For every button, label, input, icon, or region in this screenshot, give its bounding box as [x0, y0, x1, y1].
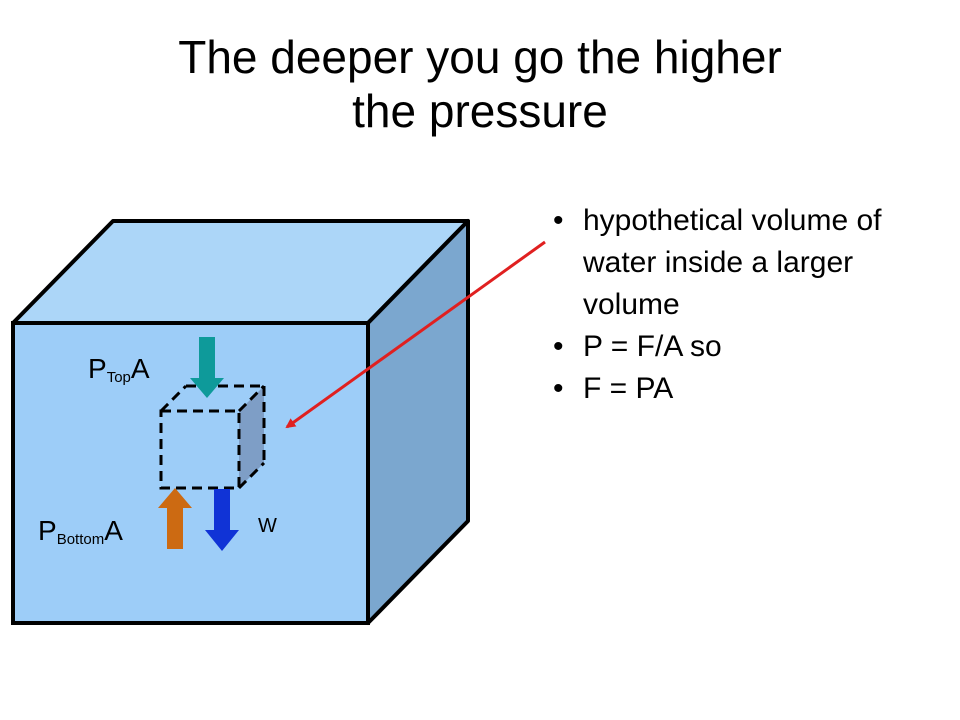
bullet-text: P = F/A so: [583, 330, 722, 363]
bullet-item: • hypothetical volume of water inside a …: [545, 200, 945, 326]
bullet-dot: •: [553, 372, 564, 405]
bullet-text: hypothetical volume of water inside a la…: [583, 204, 882, 321]
small-cube-outline: [159, 384, 266, 490]
title-line-1: The deeper you go the higher: [178, 31, 782, 83]
weight-arrow: [205, 489, 239, 551]
bullet-item: • F = PA: [545, 368, 945, 410]
bullet-dot: •: [553, 204, 564, 237]
bullet-item: • P = F/A so: [545, 326, 945, 368]
bottom-pressure-arrow: [158, 488, 192, 549]
cube-front-face: [11, 321, 370, 625]
bullet-dot: •: [553, 330, 564, 363]
p-top-label: PTopA: [88, 353, 150, 386]
bullet-list: • hypothetical volume of water inside a …: [545, 200, 945, 410]
small-cube-side-face: [239, 386, 264, 488]
p-top-main: P: [88, 353, 107, 384]
p-bottom-main: P: [38, 515, 57, 546]
p-top-sub: Top: [107, 369, 131, 386]
bullet-text: F = PA: [583, 372, 674, 405]
top-pressure-arrow: [190, 337, 224, 398]
title-line-2: the pressure: [352, 85, 608, 137]
p-top-a: A: [131, 353, 150, 384]
p-bottom-label: PBottomA: [38, 515, 123, 548]
pointer-arrow: [285, 240, 546, 429]
slide-title: The deeper you go the higher the pressur…: [60, 30, 900, 138]
p-bottom-a: A: [104, 515, 123, 546]
p-bottom-sub: Bottom: [57, 531, 105, 548]
weight-label: W: [258, 515, 277, 537]
